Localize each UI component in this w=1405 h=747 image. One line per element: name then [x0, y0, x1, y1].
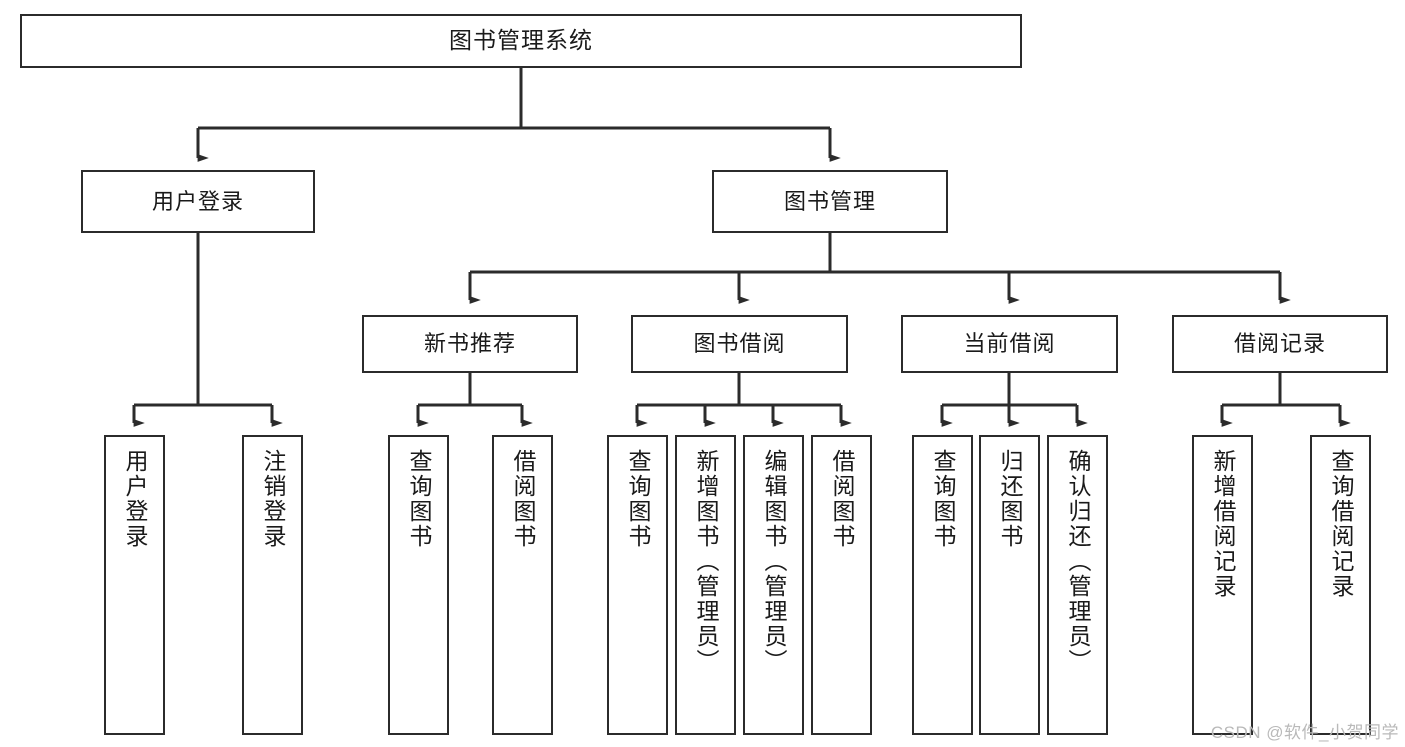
node-book-manage-label: 图书管理 — [783, 188, 876, 214]
node-leaf-add-book-label: 新增图书（管理员） — [693, 449, 719, 674]
node-leaf-query-book-2-label: 查询图书 — [625, 449, 651, 549]
node-leaf-query-borrow-record-label: 查询借阅记录 — [1328, 449, 1354, 599]
node-book-borrow[interactable]: 图书借阅 — [631, 315, 848, 373]
node-new-book-recommend[interactable]: 新书推荐 — [362, 315, 578, 373]
node-leaf-query-book-3-label: 查询图书 — [930, 449, 956, 549]
node-leaf-user-login[interactable]: 用户登录 — [104, 435, 165, 735]
node-leaf-confirm-return-label: 确认归还（管理员） — [1065, 449, 1091, 674]
node-leaf-return-book[interactable]: 归还图书 — [979, 435, 1040, 735]
node-leaf-borrow-book-1-label: 借阅图书 — [510, 449, 536, 549]
node-leaf-edit-book[interactable]: 编辑图书（管理员） — [743, 435, 804, 735]
node-leaf-query-book-2[interactable]: 查询图书 — [607, 435, 668, 735]
node-leaf-query-book-1[interactable]: 查询图书 — [388, 435, 449, 735]
node-borrow-record[interactable]: 借阅记录 — [1172, 315, 1388, 373]
node-book-borrow-label: 图书借阅 — [693, 331, 786, 357]
node-leaf-query-borrow-record[interactable]: 查询借阅记录 — [1310, 435, 1371, 735]
node-leaf-logout-login[interactable]: 注销登录 — [242, 435, 303, 735]
node-leaf-confirm-return[interactable]: 确认归还（管理员） — [1047, 435, 1108, 735]
node-leaf-query-book-1-label: 查询图书 — [406, 449, 432, 549]
node-leaf-edit-book-label: 编辑图书（管理员） — [761, 449, 787, 674]
node-leaf-borrow-book-2-label: 借阅图书 — [829, 449, 855, 549]
node-current-borrow-label: 当前借阅 — [963, 331, 1056, 357]
node-leaf-add-book[interactable]: 新增图书（管理员） — [675, 435, 736, 735]
watermark: CSDN @软件_小贺同学 — [1210, 723, 1399, 742]
node-book-manage[interactable]: 图书管理 — [712, 170, 948, 233]
node-leaf-add-borrow-record-label: 新增借阅记录 — [1210, 449, 1236, 599]
node-borrow-record-label: 借阅记录 — [1233, 331, 1326, 357]
node-current-borrow[interactable]: 当前借阅 — [901, 315, 1118, 373]
node-user-login-label: 用户登录 — [151, 188, 244, 214]
node-leaf-return-book-label: 归还图书 — [997, 449, 1023, 549]
node-user-login[interactable]: 用户登录 — [81, 170, 315, 233]
node-leaf-logout-login-label: 注销登录 — [260, 449, 286, 549]
node-new-book-recommend-label: 新书推荐 — [423, 331, 516, 357]
node-root-system[interactable]: 图书管理系统 — [20, 14, 1022, 68]
node-leaf-query-book-3[interactable]: 查询图书 — [912, 435, 973, 735]
node-leaf-borrow-book-2[interactable]: 借阅图书 — [811, 435, 872, 735]
node-leaf-borrow-book-1[interactable]: 借阅图书 — [492, 435, 553, 735]
node-leaf-add-borrow-record[interactable]: 新增借阅记录 — [1192, 435, 1253, 735]
node-leaf-user-login-label: 用户登录 — [122, 449, 148, 549]
node-root-system-label: 图书管理系统 — [449, 27, 593, 54]
